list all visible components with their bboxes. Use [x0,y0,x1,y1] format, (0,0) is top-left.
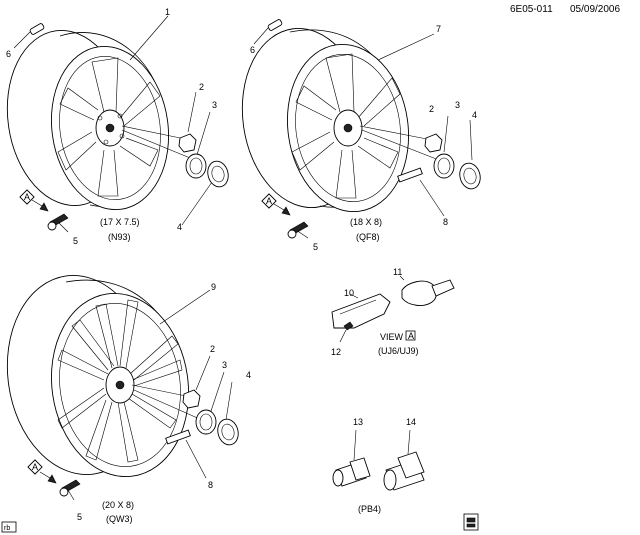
view-a-marker-4: A [408,331,414,341]
callout-2-c: 2 [210,344,215,354]
callout-3-a: 3 [212,100,217,110]
corner-tag-box [1,521,17,533]
callout-7: 7 [436,24,441,34]
callout-13: 13 [353,417,363,427]
callout-5-a: 5 [73,236,78,246]
wheel-2-code: (QF8) [356,232,380,242]
callout-14: 14 [406,417,416,427]
callout-2-b: 2 [429,104,434,114]
view-a-sensor: A [331,275,455,343]
wheel-2-size: (18 X 8) [350,217,382,227]
callout-12: 12 [331,347,341,357]
view-a-marker-3: A [32,462,38,472]
document-icon [463,513,479,531]
callout-4-b: 4 [472,110,477,120]
callout-4-c: 4 [246,370,251,380]
wheel-20x8: A [6,275,239,501]
wheel-17x7-5: A [6,15,229,233]
wheel-3-code: (QW3) [106,514,133,524]
lock-nut-set [332,429,425,491]
callout-1: 1 [165,7,170,17]
corner-tag: rb [4,525,10,532]
view-label: VIEW [380,332,404,342]
callout-8-a: 8 [443,217,448,227]
callout-3-b: 3 [455,100,460,110]
view-a-marker-2: A [266,196,272,206]
diagram-code: 6E05-011 [510,4,553,15]
view-a-marker-1: A [24,192,30,202]
callout-6-a: 6 [6,49,11,59]
callout-3-c: 3 [222,360,227,370]
view-code: (UJ6/UJ9) [378,346,419,356]
callout-8-b: 8 [208,480,213,490]
callout-5-c: 5 [77,512,82,522]
wheel-3-size: (20 X 8) [102,500,134,510]
callout-5-b: 5 [313,242,318,252]
diagram-date: 05/09/2006 [570,4,620,15]
wheel-18x8: A [241,19,481,239]
wheel-1-code: (N93) [108,232,131,242]
lock-code: (PB4) [358,504,381,514]
wheel-1-size: (17 X 7.5) [100,217,140,227]
callout-11: 11 [393,267,402,277]
callout-10: 10 [344,288,354,298]
callout-9: 9 [211,282,216,292]
callout-6-b: 6 [250,45,255,55]
callout-4-a: 4 [177,222,182,232]
callout-2-a: 2 [199,82,204,92]
